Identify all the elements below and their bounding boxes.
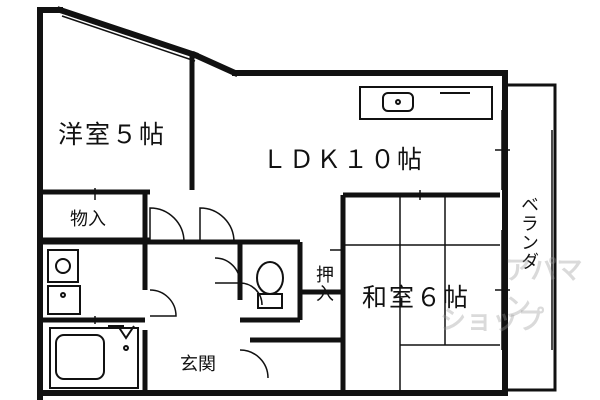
japanese-room-label: 和室６帖: [362, 283, 471, 312]
wash-area: [47, 249, 81, 315]
western-room-label: 洋室５帖: [58, 120, 167, 149]
kitchen-counter: [359, 86, 493, 120]
door-swings: [149, 207, 343, 379]
watermark-line2: ショップ: [440, 306, 545, 336]
closet-label: 押入: [313, 265, 334, 303]
interior-walls: [42, 55, 500, 393]
balcony-label: ベランダ: [518, 195, 539, 271]
watermark-line1: アパマン: [505, 256, 583, 323]
tatami-lines: [345, 195, 500, 393]
bathtub: [49, 325, 139, 389]
north-window: [61, 15, 196, 62]
toilet: [256, 261, 284, 309]
tick-marks: [94, 149, 510, 324]
ldk-label: ＬＤＫ１０帖: [262, 145, 425, 174]
storage-label: 物入: [70, 209, 106, 230]
entrance-label: 玄関: [180, 354, 216, 375]
